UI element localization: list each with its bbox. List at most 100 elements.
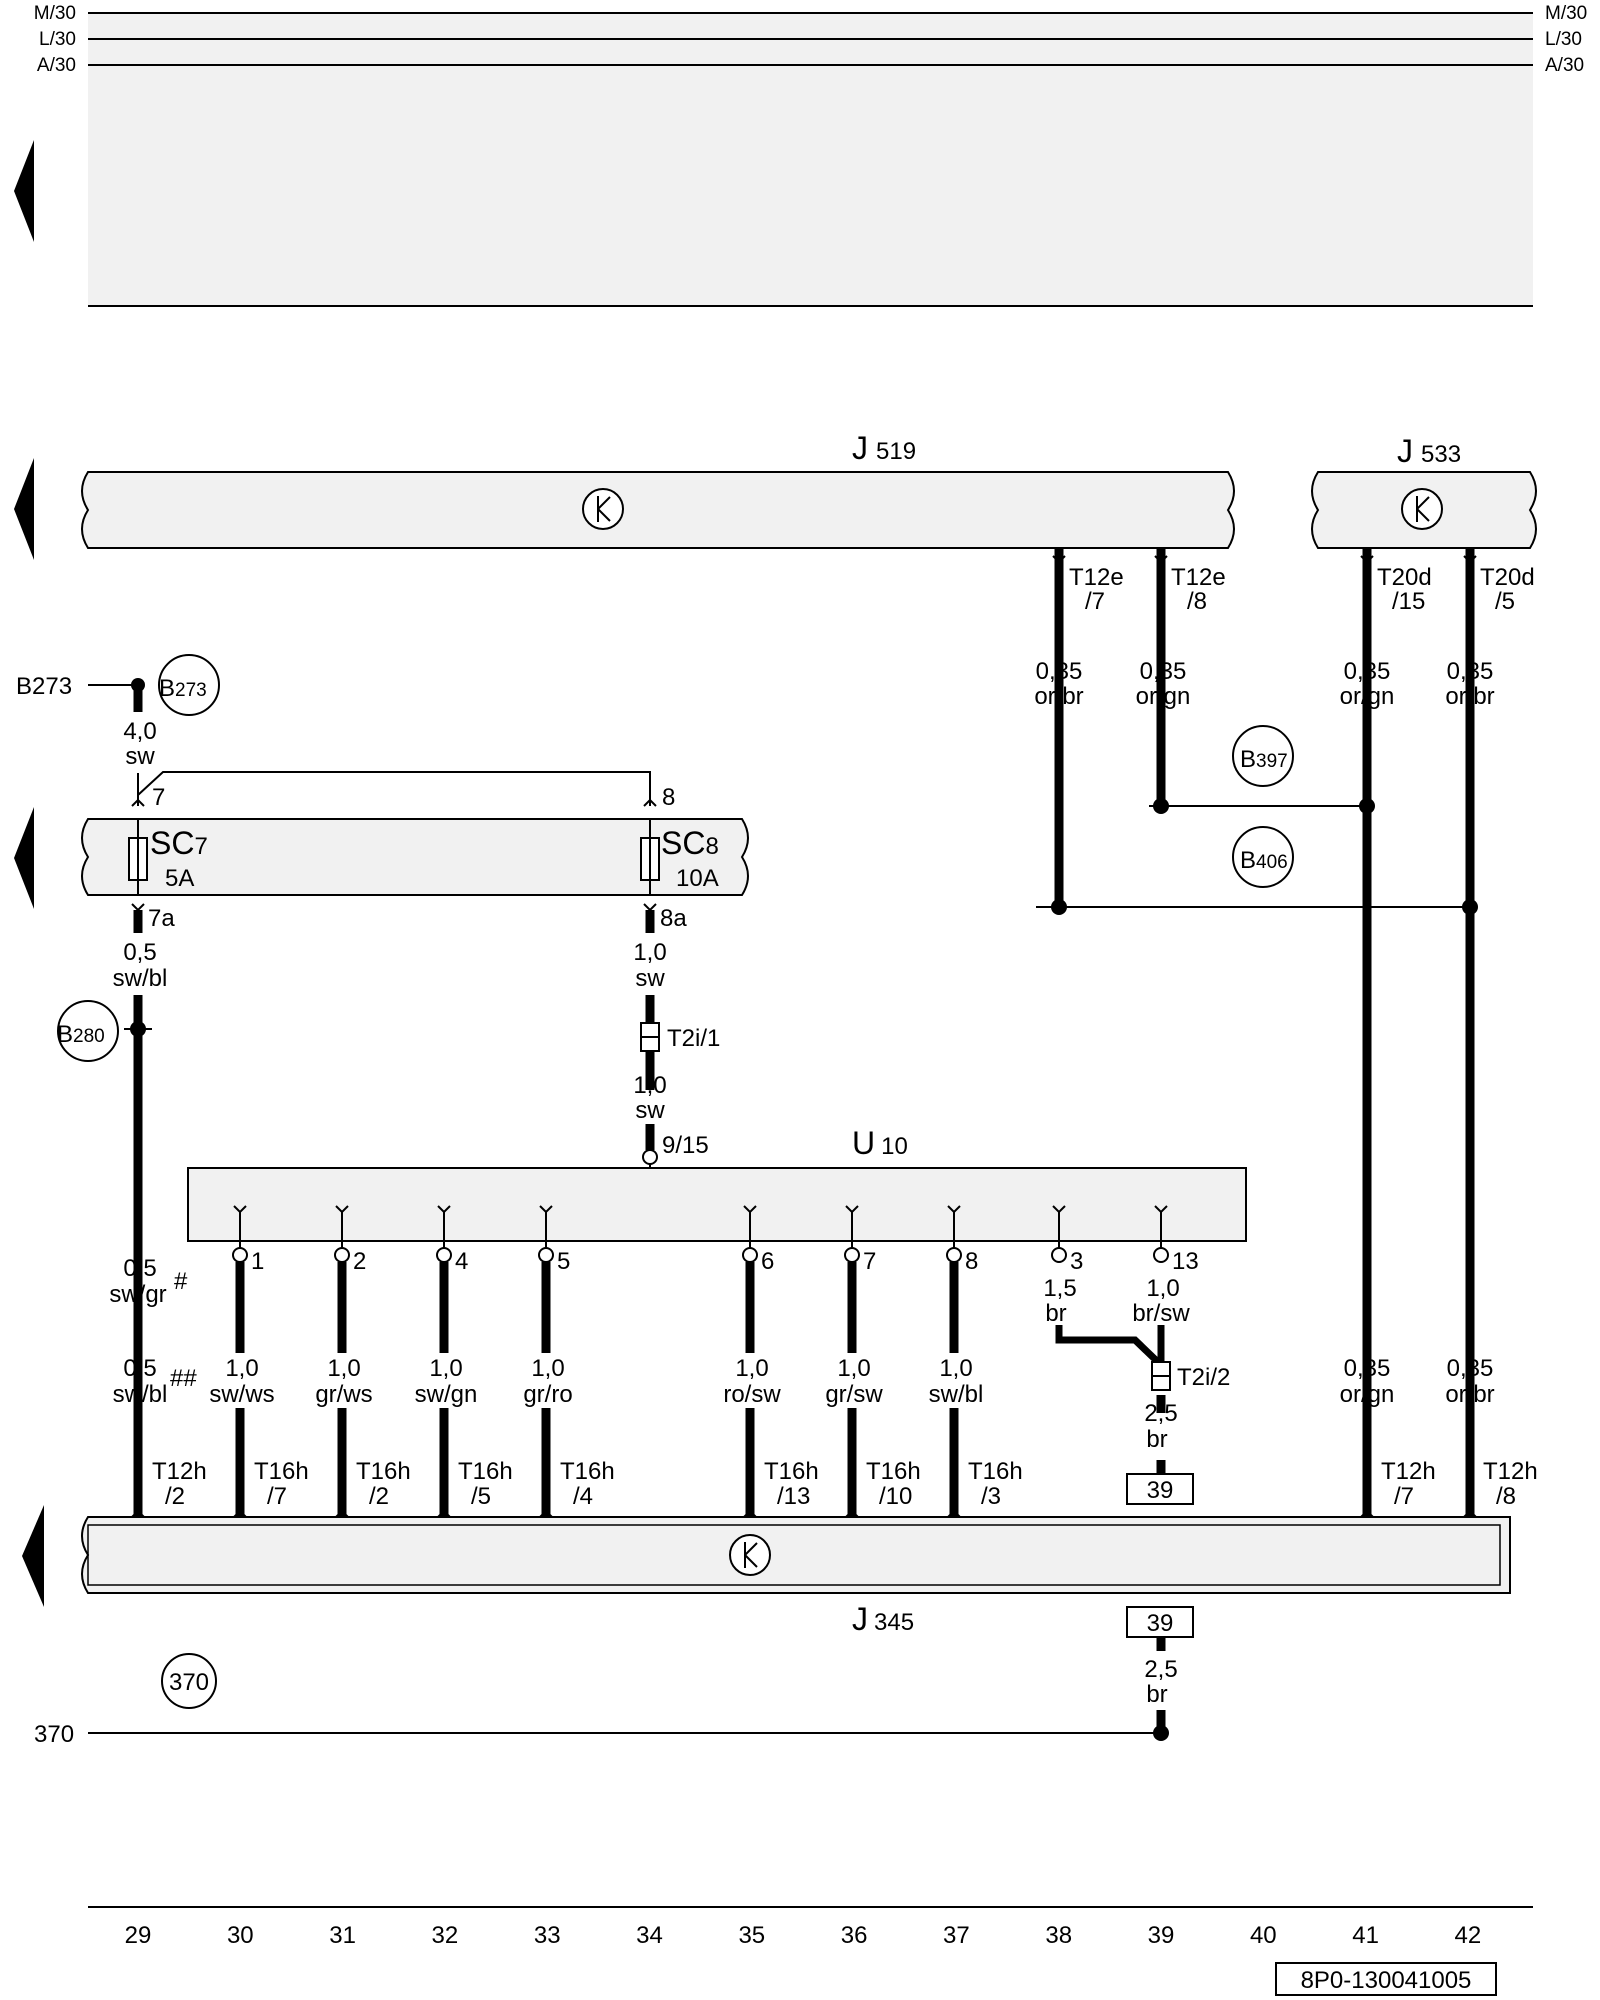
triangle-marker-icon [22,1505,44,1607]
wire-color: gr/ws [315,1381,372,1408]
connector-t12h-2: T12h [152,1458,207,1485]
connector-t12h-8-pin: /8 [1496,1483,1516,1510]
connector-t20d-15: T20d [1377,564,1432,591]
upper-right-wires [1036,548,1475,1517]
scale-number: 40 [1250,1922,1277,1949]
connector-t16h-4-pin: /4 [573,1483,593,1510]
wire-color: sw [635,1097,665,1124]
scale-number: 34 [636,1922,663,1949]
wire-color: sw/gn [415,1381,478,1408]
rail-label-l30-right: L/30 [1545,29,1582,50]
pin-8: 8 [662,784,675,811]
pin-7: 7 [152,784,165,811]
connector-t16h-3: T16h [968,1458,1023,1485]
upper-right-connectors [1052,555,1477,564]
connector-t12e-8-pin: /8 [1187,588,1207,615]
connector-t2i-2: T2i/2 [1177,1364,1230,1391]
u10-pin-1: 1 [251,1248,264,1275]
u10-pin-5: 5 [557,1248,570,1275]
u10-pin-3: 3 [1070,1248,1083,1275]
wire-size: 1,0 [633,939,666,966]
triangle-marker-icon [14,807,34,909]
connector-t16h-2: T16h [356,1458,411,1485]
wire-color: sw [125,743,155,770]
wire-color: sw [635,965,665,992]
scale-number: 32 [432,1922,459,1949]
connector-t20d-5-pin: /5 [1495,588,1515,615]
connector-t2i-1: T2i/1 [667,1025,720,1052]
svg-text:B397: B397 [1240,746,1288,773]
wire-color: sw/bl [113,965,168,992]
u10-output-wires [235,1262,1166,1517]
svg-text:B273: B273 [159,675,207,702]
wire-size: 1,0 [1146,1275,1179,1302]
wire-size: 4,0 [123,718,156,745]
wire-color: sw/gr [109,1281,166,1308]
wire-size: 0,5 [123,939,156,966]
footer-code-box [1275,1962,1497,1996]
wire-size: 0,35 [1447,1355,1494,1382]
scale-number: 33 [534,1922,561,1949]
connector-t16h-13: T16h [764,1458,819,1485]
svg-text:370: 370 [169,1669,209,1696]
scale-number: 35 [738,1922,765,1949]
wire-color: or/br [1034,683,1083,710]
connector-t16h-5-pin: /5 [471,1483,491,1510]
connector-t20d-5: T20d [1480,564,1535,591]
wire-color: ro/sw [723,1381,781,1408]
u10-pins [232,1205,1169,1263]
scale-number: 38 [1045,1922,1072,1949]
continuation-markers [14,140,44,1607]
power-rails: M/30 L/30 A/30 M/30 L/30 A/30 [34,3,1587,307]
wire-size: 1,0 [225,1355,258,1382]
connector-t16h-7-pin: /7 [267,1483,287,1510]
wire-color: or/gn [1340,683,1395,710]
u10-pin-8: 8 [965,1248,978,1275]
ref-b273: B273 [158,654,220,716]
pin-7a: 7a [148,905,175,932]
pin-9-15: 9/15 [662,1132,709,1159]
rail-label-m30-right: M/30 [1545,3,1587,24]
rail-label-a30-right: A/30 [1545,55,1584,76]
connector-t16h-13-pin: /13 [777,1483,810,1510]
wire-size: 0,5 [123,1255,156,1282]
wire-size: 1,0 [429,1355,462,1382]
connector-t16h-5: T16h [458,1458,513,1485]
ref-b397: B397 [1232,725,1294,787]
connector-t12h-7-pin: /7 [1394,1483,1414,1510]
wire-color: br [1146,1681,1167,1708]
wire-color: gr/sw [825,1381,883,1408]
ref-box-39-lower-label: 39 [1147,1610,1174,1637]
ref-box-39 [1126,1473,1194,1505]
control-unit-icon [729,1534,771,1576]
external-ref-b273: B273 [16,673,72,700]
connector-t12e-7: T12e [1069,564,1124,591]
connector-t12h-7: T12h [1381,1458,1436,1485]
wire-size: 0,35 [1036,658,1083,685]
wire-size: 1,5 [1043,1275,1076,1302]
wire-size: 0,35 [1140,658,1187,685]
footnote-mark: ## [170,1365,197,1392]
triangle-marker-icon [14,140,34,242]
wire-color: or/gn [1136,683,1191,710]
scale-number: 36 [841,1922,868,1949]
wire-color: or/gn [1340,1381,1395,1408]
ref-370: 370 [161,1653,217,1709]
fuse-sc7-rating: 5A [165,865,194,892]
connector-t16h-7: T16h [254,1458,309,1485]
rail-label-a30-left: A/30 [37,55,76,76]
triangle-marker-icon [14,458,34,560]
svg-text:B406: B406 [1240,847,1288,874]
rail-label-m30-left: M/30 [34,3,76,24]
wire-size: 0,35 [1447,658,1494,685]
svg-text:B280: B280 [57,1021,105,1048]
fuse-sc8-rating: 10A [676,865,719,892]
u10-pin-6: 6 [761,1248,774,1275]
wire-size: 2,5 [1144,1400,1177,1427]
